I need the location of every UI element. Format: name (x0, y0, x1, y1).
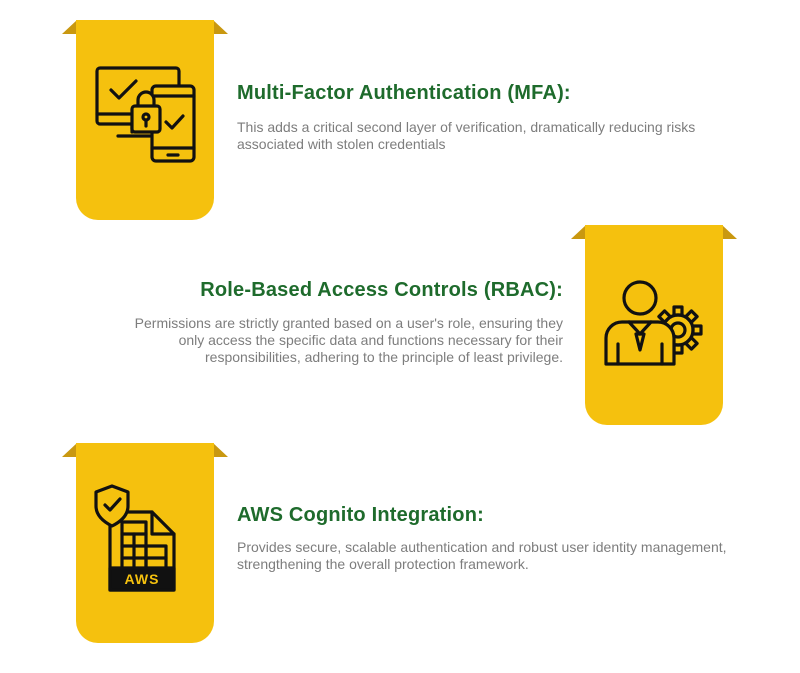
feature-title: Role-Based Access Controls (RBAC): (200, 279, 563, 301)
ribbon-fold-left (571, 225, 586, 239)
feature-title: Multi-Factor Authentication (MFA): (237, 82, 571, 104)
user-gear-icon (604, 280, 703, 366)
ribbon-fold-left (62, 20, 77, 34)
mfa-devices-icon (95, 66, 196, 163)
ribbon-fold-right (722, 225, 737, 239)
aws-badge: AWS (124, 571, 160, 587)
feature-description: This adds a critical second layer of ver… (237, 119, 696, 152)
feature-title: AWS Cognito Integration: (237, 504, 484, 526)
ribbon-fold-right (213, 20, 228, 34)
ribbon-fold-left (62, 443, 77, 457)
feature-description: Provides secure, scalable authentication… (237, 539, 727, 572)
ribbon-fold-right (213, 443, 228, 457)
aws-document-shield-icon (94, 484, 176, 592)
feature-description: Permissions are strictly granted based o… (134, 315, 563, 365)
